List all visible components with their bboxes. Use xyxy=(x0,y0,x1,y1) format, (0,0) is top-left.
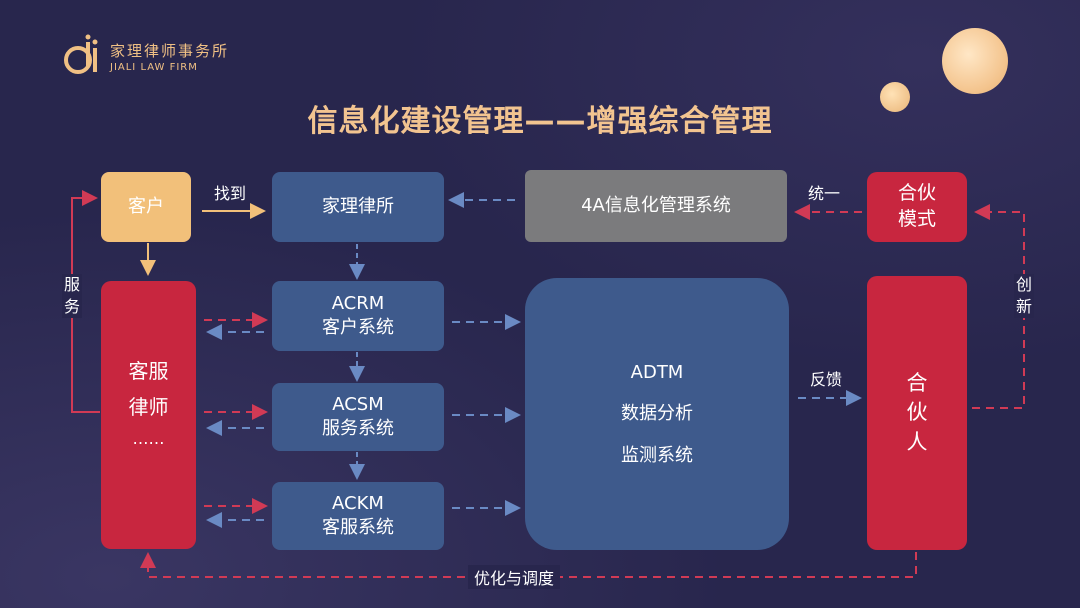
label-unify: 统一 xyxy=(808,184,841,203)
node-acrm-code: ACRM xyxy=(331,292,385,314)
node-adtm-code: ADTM xyxy=(630,361,684,383)
label-service-char2: 务 xyxy=(63,297,80,316)
node-partner-mode-line1: 合伙 xyxy=(897,182,936,205)
node-client: 客户 xyxy=(101,172,191,242)
node-service-lawyer-ellipsis: …… xyxy=(132,429,165,448)
node-partner-char2: 伙 xyxy=(906,400,928,425)
label-innovate-char1: 创 xyxy=(1015,275,1032,294)
node-partner-char3: 人 xyxy=(906,429,928,454)
node-adtm: ADTM 数据分析 监测系统 xyxy=(525,278,789,550)
node-acrm: ACRM 客户系统 xyxy=(272,281,444,351)
node-partner-mode-line2: 模式 xyxy=(897,208,936,230)
line-innovate xyxy=(972,204,1025,409)
node-acsm-name: 服务系统 xyxy=(322,418,394,439)
node-partner: 合 伙 人 xyxy=(867,276,967,550)
label-service: 服 务 xyxy=(62,274,82,318)
node-service-lawyer-line2: 律师 xyxy=(128,395,169,419)
node-service-lawyer: 客服 律师 …… xyxy=(101,281,196,549)
node-adtm-line2: 数据分析 xyxy=(621,403,693,425)
node-ackm: ACKM 客服系统 xyxy=(272,482,444,550)
node-client-label: 客户 xyxy=(128,195,164,217)
page-title: 信息化建设管理——增强综合管理 xyxy=(307,104,773,139)
label-innovate-char2: 新 xyxy=(1015,297,1032,316)
node-firm-label: 家理律所 xyxy=(322,195,394,217)
label-service-char1: 服 xyxy=(63,275,80,294)
node-partner-mode: 合伙 模式 xyxy=(867,172,967,242)
label-innovate: 创 新 xyxy=(1014,274,1034,318)
logo-name: 家理律师事务所 xyxy=(110,42,230,60)
node-ackm-name: 客服系统 xyxy=(322,517,394,538)
node-ackm-code: ACKM xyxy=(332,492,384,514)
node-acsm: ACSM 服务系统 xyxy=(272,383,444,451)
node-acsm-code: ACSM xyxy=(332,393,384,415)
node-firm: 家理律所 xyxy=(272,172,444,242)
label-feedback: 反馈 xyxy=(810,370,843,389)
logo-english-name: JIALI LAW FIRM xyxy=(110,62,198,73)
label-find: 找到 xyxy=(214,184,247,203)
node-4a-system-label: 4A信息化管理系统 xyxy=(581,194,731,216)
decor-orb-small xyxy=(880,82,910,112)
firm-logo: 家理律师事务所 JIALI LAW FIRM xyxy=(60,34,260,84)
decor-orb-large xyxy=(942,28,1008,94)
node-service-lawyer-line1: 客服 xyxy=(128,359,169,383)
node-partner-char1: 合 xyxy=(906,370,928,395)
jiali-logo-icon xyxy=(64,34,98,74)
node-acrm-name: 客户系统 xyxy=(322,317,394,338)
node-4a-system: 4A信息化管理系统 xyxy=(525,170,787,242)
node-adtm-line3: 监测系统 xyxy=(621,444,693,466)
label-optimize: 优化与调度 xyxy=(468,565,561,589)
